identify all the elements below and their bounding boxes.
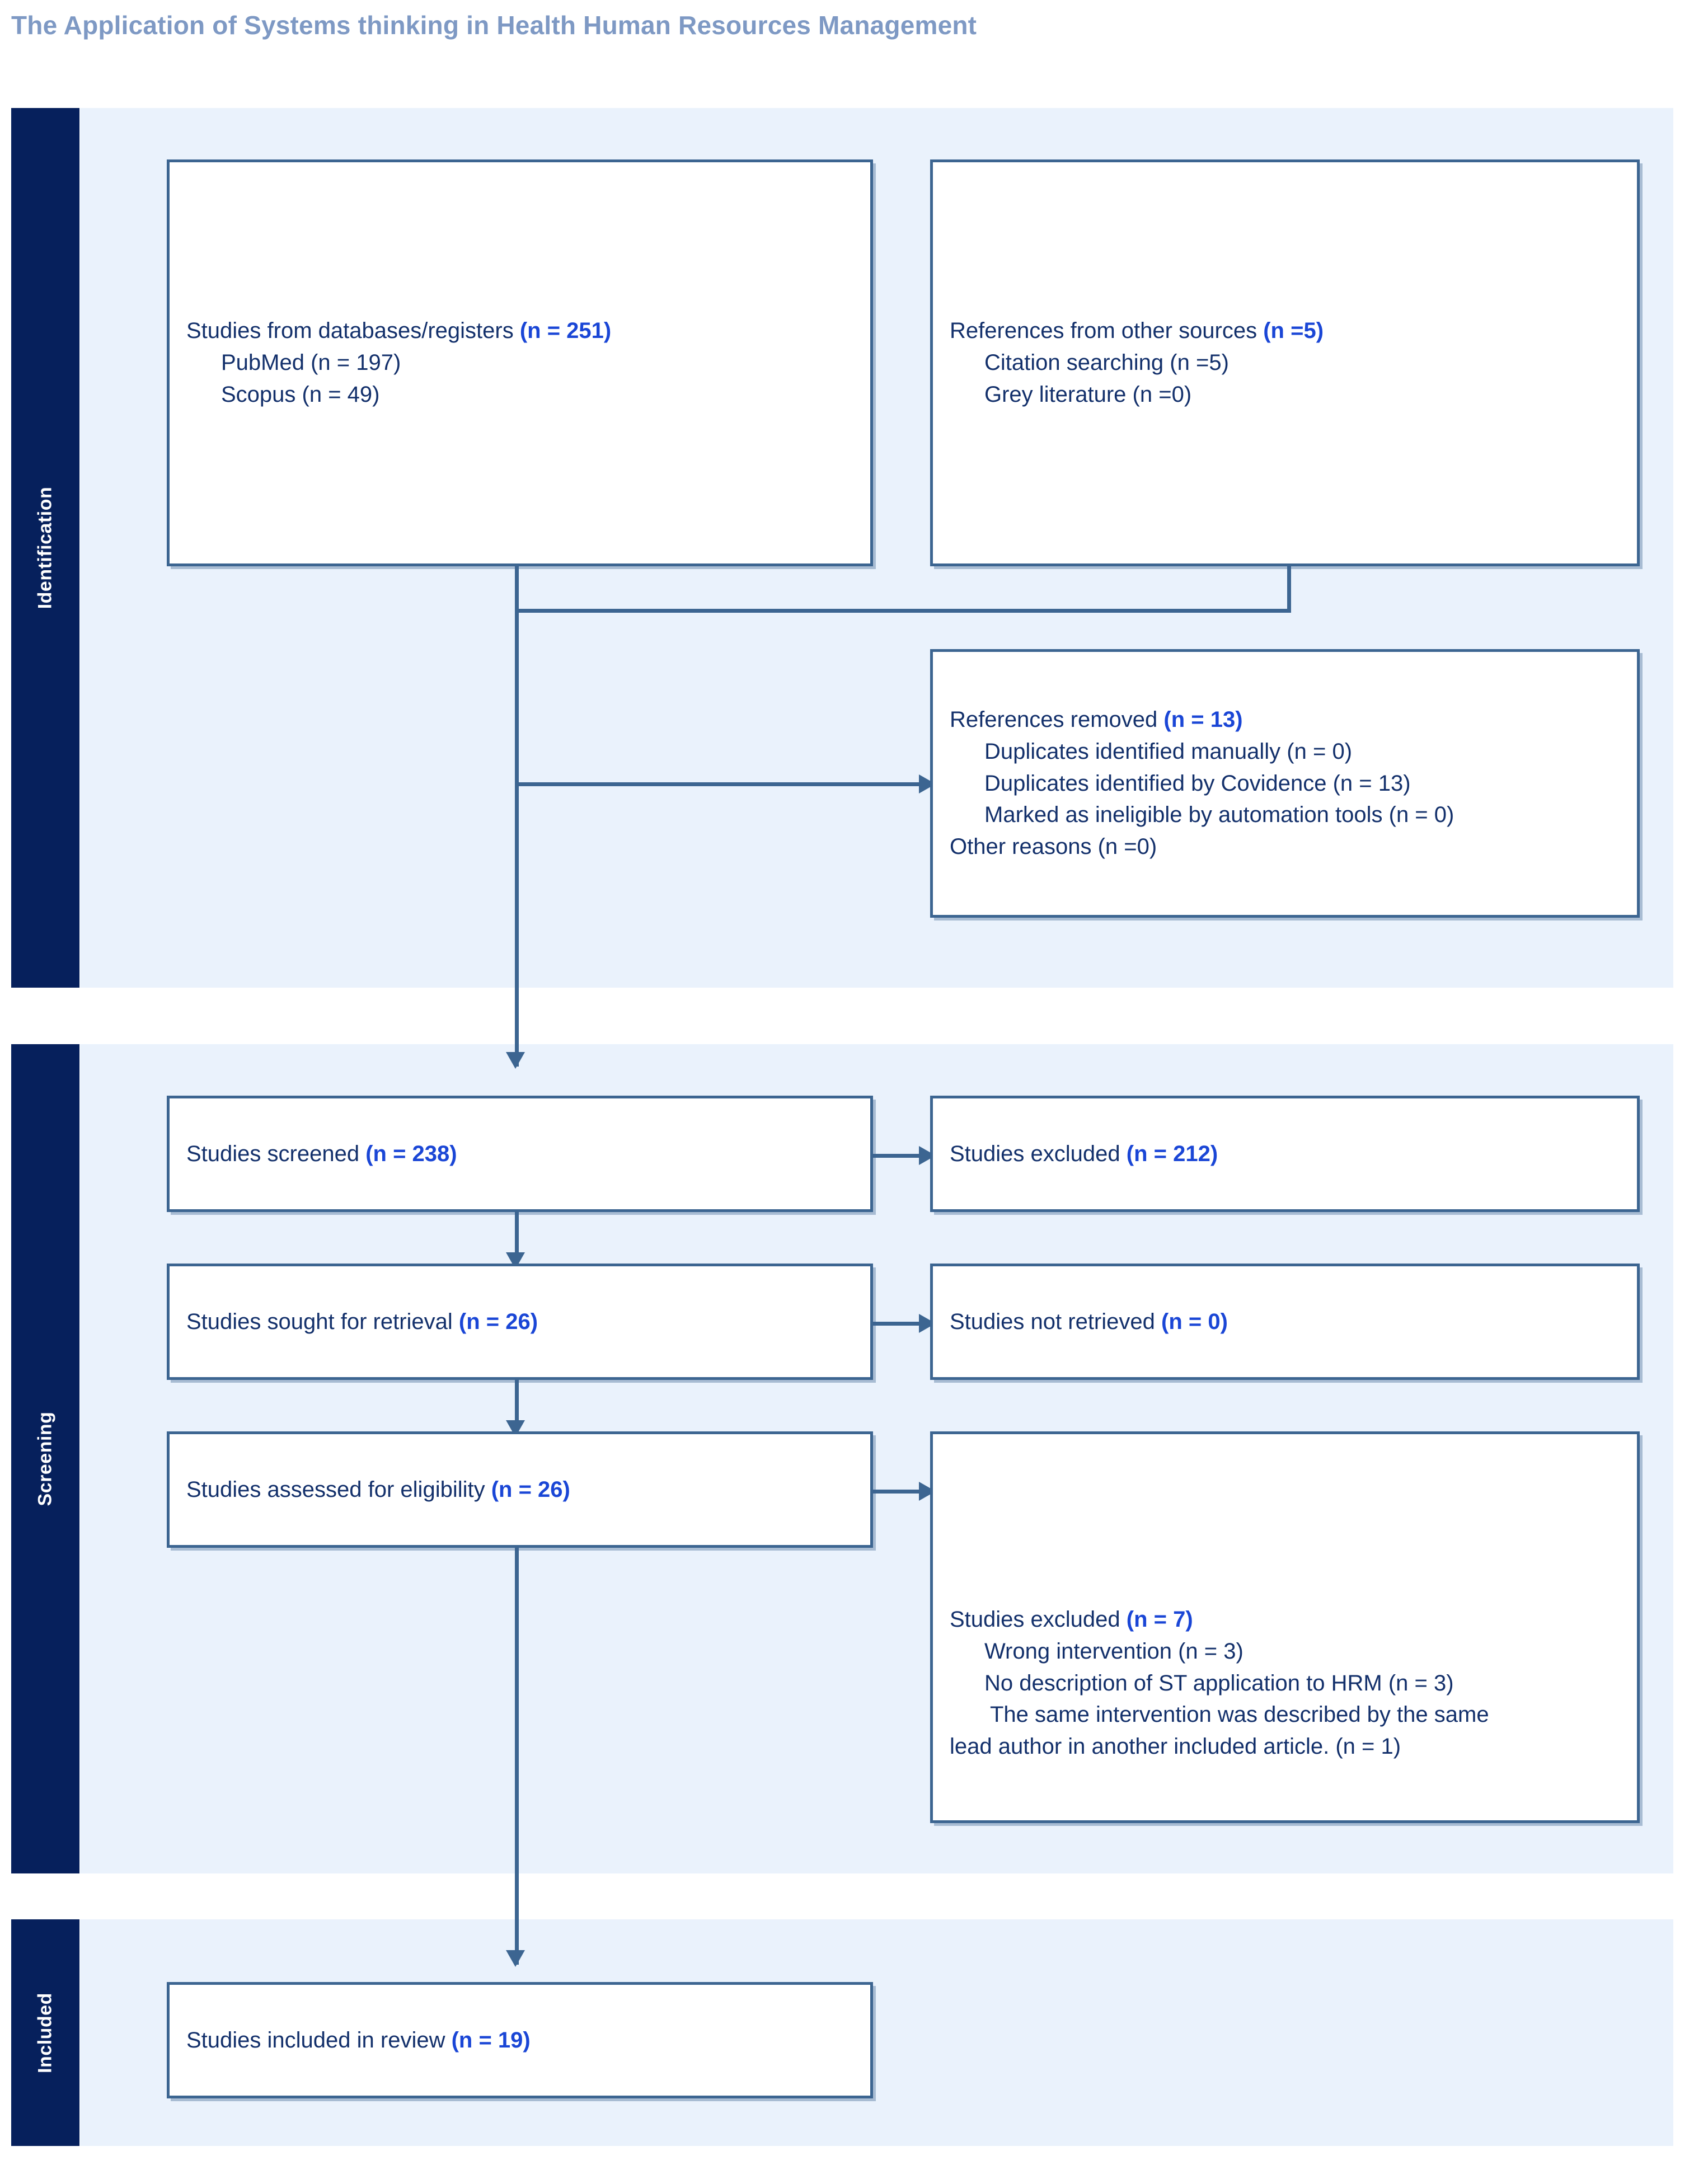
connector-screened-to-excluded [873,1154,919,1158]
connector-other-sources-down [1287,566,1291,612]
box-databases-item: Scopus (n = 49) [221,382,380,407]
connector-to-removed [515,782,919,786]
connector-spine-identification [515,609,519,1067]
arrow-to-screened [506,1052,525,1069]
box-studies-excluded-screened-title: Studies excluded (n = 212) [950,1141,1218,1166]
box-databases-item: PubMed (n = 197) [221,350,401,375]
box-databases[interactable]: Studies from databases/registers (n = 25… [167,159,873,566]
page-title: The Application of Systems thinking in H… [11,11,977,40]
box-other-sources-title: References from other sources (n =5) [950,318,1324,344]
box-other-sources-item: Citation searching (n =5) [984,350,1229,375]
box-studies-included-review[interactable]: Studies included in review (n = 19) [167,1982,873,2098]
stage-rail-identification: Identification [11,108,79,988]
box-other-sources[interactable]: References from other sources (n =5) Cit… [930,159,1640,566]
box-studies-assessed-title: Studies assessed for eligibility (n = 26… [186,1477,570,1502]
box-studies-not-retrieved-title: Studies not retrieved (n = 0) [950,1309,1228,1334]
stage-label-screening: Screening [34,1411,56,1506]
box-studies-sought[interactable]: Studies sought for retrieval (n = 26) [167,1264,873,1380]
box-databases-title: Studies from databases/registers (n = 25… [186,318,612,344]
box-studies-excluded-eligibility[interactable]: Studies excluded (n = 7) Wrong intervent… [930,1431,1640,1823]
box-references-removed-item: Duplicates identified by Covidence (n = … [984,771,1411,796]
box-studies-excluded-screened[interactable]: Studies excluded (n = 212) [930,1096,1640,1212]
box-studies-excluded-eligibility-item: lead author in another included article.… [950,1734,1401,1759]
box-studies-excluded-eligibility-item: No description of ST application to HRM … [984,1670,1454,1696]
box-references-removed-item: Duplicates identified manually (n = 0) [984,739,1353,764]
stage-rail-screening: Screening [11,1044,79,1873]
connector-screened-to-sought [515,1211,519,1265]
stage-label-included: Included [34,1992,56,2073]
box-studies-excluded-eligibility-title: Studies excluded (n = 7) [950,1607,1193,1632]
connector-databases-down [515,566,519,612]
box-studies-included-review-title: Studies included in review (n = 19) [186,2027,531,2053]
box-references-removed[interactable]: References removed (n = 13) Duplicates i… [930,649,1640,918]
box-references-removed-title: References removed (n = 13) [950,707,1243,732]
connector-top-merge [515,609,1291,613]
connector-assessed-to-excluded7 [873,1490,919,1494]
box-studies-excluded-eligibility-item: The same intervention was described by t… [990,1702,1489,1727]
stage-label-identification: Identification [34,486,56,609]
box-studies-not-retrieved[interactable]: Studies not retrieved (n = 0) [930,1264,1640,1380]
arrow-to-included [506,1950,525,1967]
box-other-sources-item: Grey literature (n =0) [984,382,1192,407]
connector-assessed-to-included [515,1547,519,1965]
box-studies-screened[interactable]: Studies screened (n = 238) [167,1096,873,1212]
box-references-removed-item: Other reasons (n =0) [950,834,1157,860]
box-studies-excluded-eligibility-item: Wrong intervention (n = 3) [984,1638,1244,1664]
connector-sought-to-notretrieved [873,1322,919,1326]
box-references-removed-item: Marked as ineligible by automation tools… [984,802,1454,828]
stage-rail-included: Included [11,1919,79,2146]
box-studies-screened-title: Studies screened (n = 238) [186,1141,457,1166]
box-studies-sought-title: Studies sought for retrieval (n = 26) [186,1309,538,1334]
connector-sought-to-assessed [515,1379,519,1433]
box-studies-assessed[interactable]: Studies assessed for eligibility (n = 26… [167,1431,873,1548]
